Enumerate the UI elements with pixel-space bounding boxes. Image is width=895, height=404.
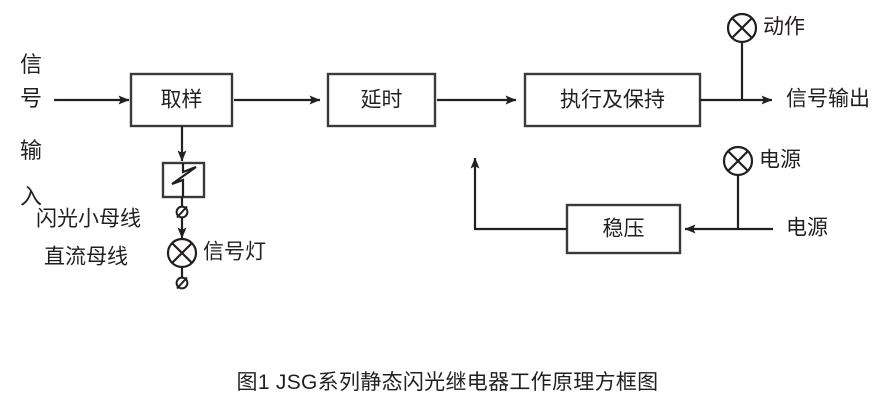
block-execute-hold-label: 执行及保持 <box>560 89 665 112</box>
signal-lamp-icon <box>166 237 198 269</box>
signal-lamp-label: 信号灯 <box>203 241 266 264</box>
signal-output-label: 信号输出 <box>786 88 870 111</box>
flash-bus-label: 闪光小母线 <box>36 208 141 231</box>
terminal-dc-bus <box>175 276 189 290</box>
power-lamp-icon <box>722 145 754 177</box>
figure-caption: 图1 JSG系列静态闪光继电器工作原理方框图 <box>236 371 659 394</box>
power-input-label: 电源 <box>786 217 828 240</box>
power-lamp-label: 电源 <box>759 149 801 172</box>
relay-contact-icon <box>171 163 197 197</box>
terminal-flash-bus <box>175 205 189 219</box>
signal-input-char-2: 输 <box>20 138 42 163</box>
signal-input-char-3: 入 <box>20 184 42 209</box>
block-sampling-label: 取样 <box>161 89 203 112</box>
signal-input-label: 信 号 输 入 <box>20 52 42 209</box>
block-delay-label: 延时 <box>361 89 403 112</box>
signal-input-char-1: 号 <box>20 86 42 111</box>
signal-input-char-0: 信 <box>20 52 42 77</box>
dc-bus-label: 直流母线 <box>44 246 128 269</box>
block-execute-hold <box>523 72 702 128</box>
block-regulator <box>565 203 682 255</box>
block-delay <box>326 72 437 128</box>
wire-regulator-feedback-to-execute <box>470 157 567 231</box>
block-regulator-label: 稳压 <box>603 218 645 241</box>
action-lamp-icon <box>726 12 758 44</box>
action-lamp-label: 动作 <box>763 16 805 39</box>
